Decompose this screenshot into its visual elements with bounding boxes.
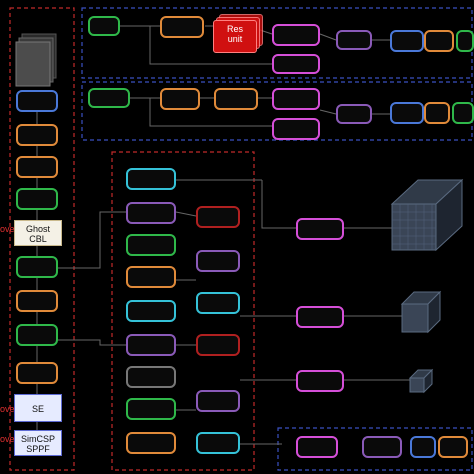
res-block-out xyxy=(456,30,474,52)
neck-right-5 xyxy=(196,390,240,412)
neck-left-5 xyxy=(126,300,176,322)
simcsp-sppf-label: SimCSP SPPF xyxy=(14,430,62,456)
se-label: SE xyxy=(14,394,62,422)
output-cube-small xyxy=(408,368,434,394)
neck-left-6 xyxy=(126,334,176,356)
backbone-block-8 xyxy=(16,362,58,384)
bottom-block-3 xyxy=(410,436,436,458)
output-cube-medium xyxy=(400,290,442,334)
bottom-block-1 xyxy=(296,436,338,458)
neck-right-1 xyxy=(196,206,240,228)
res-block-2 xyxy=(160,16,204,38)
backbone-block-5 xyxy=(16,256,58,278)
output-cube-large xyxy=(390,178,464,252)
head-conv-large xyxy=(296,218,344,240)
backbone-block-2 xyxy=(16,124,58,146)
backbone-block-3 xyxy=(16,156,58,178)
neck-left-8 xyxy=(126,398,176,420)
neck-right-4 xyxy=(196,334,240,356)
head-conv-small xyxy=(296,370,344,392)
res-block-concat xyxy=(336,30,372,50)
neck-frame xyxy=(111,151,255,471)
res-frame xyxy=(81,7,473,79)
res-unit-block: Res unit xyxy=(213,20,257,53)
neck-right-3 xyxy=(196,292,240,314)
csp-block-bn xyxy=(390,102,424,124)
res-block-conv-2 xyxy=(272,54,320,74)
head-conv-medium xyxy=(296,306,344,328)
neck-left-7 xyxy=(126,366,176,388)
input-image-stack xyxy=(15,33,57,87)
backbone-block-1 xyxy=(16,90,58,112)
improve-tag-3: ove xyxy=(0,434,15,444)
backbone-block-7 xyxy=(16,324,58,346)
bottom-frame xyxy=(277,427,473,471)
backbone-frame xyxy=(9,7,75,471)
csp-block-out xyxy=(452,102,474,124)
bottom-block-4 xyxy=(438,436,468,458)
neck-left-9 xyxy=(126,432,176,454)
neck-left-3 xyxy=(126,234,176,256)
ghost-cbl-label: Ghost CBL xyxy=(14,220,62,246)
csp-block-act xyxy=(424,102,450,124)
csp-block-conv-1 xyxy=(272,88,320,110)
csp-block-cbl xyxy=(88,88,130,108)
neck-left-2 xyxy=(126,202,176,224)
improve-tag-1: ove xyxy=(0,224,15,234)
neck-left-1 xyxy=(126,168,176,190)
improve-tag-2: ove xyxy=(0,404,15,414)
neck-right-6 xyxy=(196,432,240,454)
csp-block-conv-2 xyxy=(272,118,320,140)
res-block-cbl xyxy=(88,16,120,36)
csp-block-2 xyxy=(160,88,200,110)
csp-block-concat xyxy=(336,104,372,124)
res-block-act xyxy=(424,30,454,52)
bottom-block-2 xyxy=(362,436,402,458)
neck-left-4 xyxy=(126,266,176,288)
backbone-block-6 xyxy=(16,290,58,312)
csp-block-3 xyxy=(214,88,258,110)
backbone-block-4 xyxy=(16,188,58,210)
res-block-conv-1 xyxy=(272,24,320,46)
res-block-bn xyxy=(390,30,424,52)
neck-right-2 xyxy=(196,250,240,272)
